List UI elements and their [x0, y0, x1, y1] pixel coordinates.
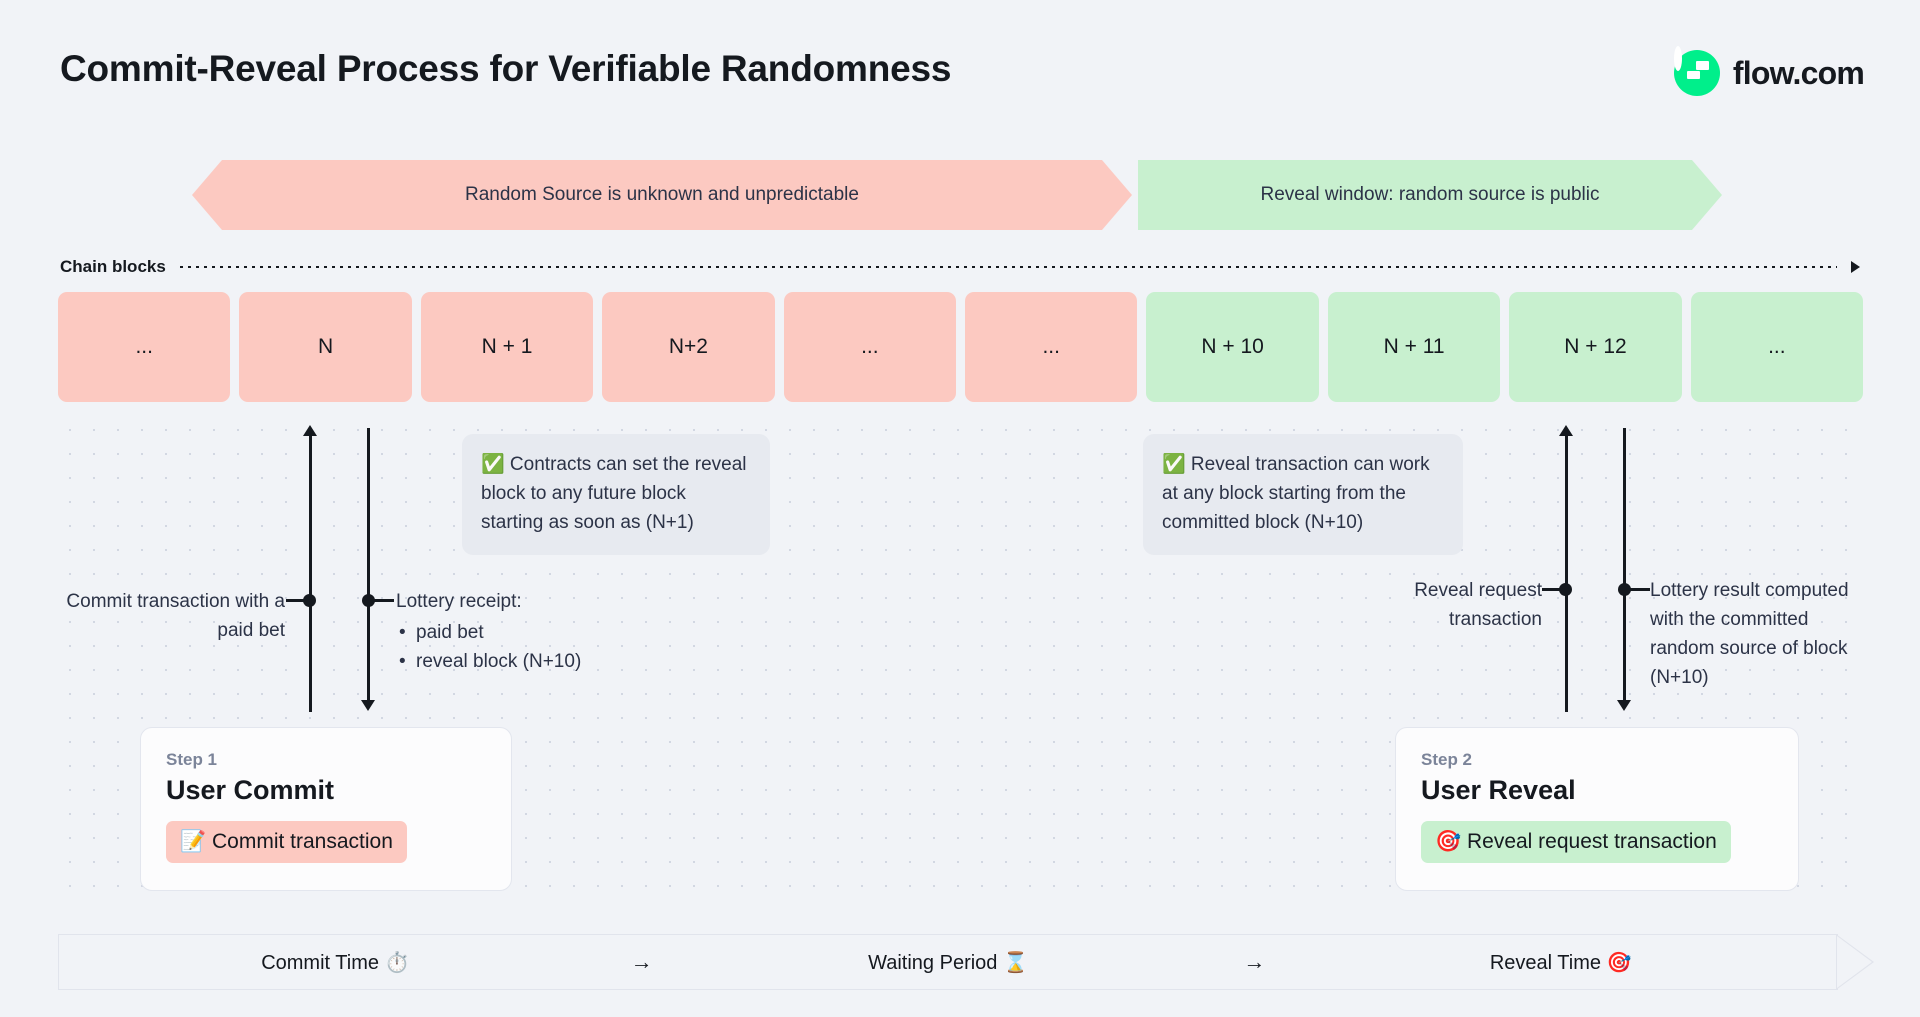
reveal-leader-line: [1542, 588, 1564, 591]
reveal-connector-dot: [1559, 583, 1572, 596]
chain-block[interactable]: ...: [965, 292, 1138, 402]
result-connector-dot: [1618, 583, 1631, 596]
page-header: Commit-Reveal Process for Verifiable Ran…: [0, 0, 1920, 118]
receipt-connector-line: [367, 428, 370, 704]
commit-connector-dot: [303, 594, 316, 607]
chain-block[interactable]: N + 11: [1327, 292, 1501, 402]
timeline-arrow-icon: →: [1243, 949, 1266, 974]
callout-note-commit: ✅ Contracts can set the reveal block to …: [462, 434, 770, 555]
timeline-segment-waiting-period: Waiting Period ⌛: [868, 951, 1028, 974]
lottery-receipt-title: Lottery receipt:: [396, 591, 522, 612]
result-connector-line: [1623, 428, 1626, 704]
chain-block[interactable]: N+2: [602, 292, 775, 402]
chain-block[interactable]: ...: [1690, 292, 1864, 402]
phase-banner-row: Random Source is unknown and unpredictab…: [192, 160, 1722, 230]
step-title: User Reveal: [1421, 775, 1576, 805]
page-title: Commit-Reveal Process for Verifiable Ran…: [60, 48, 952, 89]
step-card-user-commit[interactable]: Step 1 User Commit 📝 Commit transaction: [140, 727, 512, 891]
receipt-connector-dot: [362, 594, 375, 607]
brand-logo: flow.com: [1673, 46, 1865, 96]
step-eyebrow: Step 1: [166, 750, 218, 769]
arrow-right-icon: [1851, 261, 1860, 273]
receipt-leader-line: [372, 599, 394, 602]
chain-block-row: ... N N + 1 N+2 ... ... N + 10 N + 11 N …: [58, 292, 1864, 402]
step-eyebrow: Step 2: [1421, 750, 1473, 769]
reveal-arrow-head-up: [1559, 425, 1573, 436]
commit-leader-line: [286, 599, 308, 602]
chain-block[interactable]: N + 12: [1509, 292, 1682, 402]
chain-block[interactable]: ...: [58, 292, 231, 402]
step-card-user-reveal[interactable]: Step 2 User Reveal 🎯 Reveal request tran…: [1395, 727, 1799, 891]
timeline-segment-reveal-time: Reveal Time 🎯: [1489, 951, 1632, 974]
step-title: User Commit: [166, 775, 335, 805]
callout-note-reveal: ✅ Reveal transaction can work at any blo…: [1143, 434, 1463, 555]
chain-block[interactable]: N + 10: [1146, 292, 1319, 402]
annotation-lottery-result: Lottery result computed with the committ…: [1650, 580, 1849, 688]
annotation-lottery-receipt: Lottery receipt: paid bet reveal block (…: [396, 588, 696, 677]
receipt-arrow-head-down: [361, 700, 375, 711]
timeline-end-arrow-icon: [1836, 934, 1874, 990]
step-badge-reveal-request-transaction[interactable]: 🎯 Reveal request transaction: [1421, 821, 1731, 863]
chain-axis: Chain blocks: [60, 255, 1860, 279]
step-badge-commit-transaction[interactable]: 📝 Commit transaction: [166, 821, 407, 863]
bottom-timeline: Commit Time ⏱️ → Waiting Period ⌛ → Reve…: [58, 934, 1838, 990]
brand-name: flow.com: [1732, 54, 1865, 91]
timeline-arrow-icon: →: [630, 949, 653, 974]
chain-block[interactable]: N: [239, 292, 412, 402]
annotation-reveal-request: Reveal request transaction: [1414, 580, 1542, 630]
annotation-commit-transaction: Commit transaction with a paid bet: [66, 591, 285, 641]
timeline-segment-commit-time: Commit Time ⏱️: [261, 951, 410, 974]
result-arrow-head-down: [1617, 700, 1631, 711]
lottery-receipt-item: paid bet: [396, 619, 696, 648]
lottery-receipt-item: reveal block (N+10): [396, 648, 696, 677]
chain-block[interactable]: N + 1: [420, 292, 594, 402]
chain-axis-dotted-line: [179, 266, 1837, 268]
result-leader-line: [1628, 588, 1650, 591]
commit-connector-line: [309, 436, 312, 712]
chain-axis-label: Chain blocks: [60, 257, 166, 276]
phase-banner-reveal: Reveal window: random source is public: [1138, 160, 1722, 230]
reveal-connector-line: [1565, 436, 1568, 712]
phase-banner-unknown: Random Source is unknown and unpredictab…: [192, 160, 1132, 230]
chain-block[interactable]: ...: [783, 292, 957, 402]
flow-logo-icon: [1673, 46, 1720, 96]
commit-arrow-head-up: [303, 425, 317, 436]
